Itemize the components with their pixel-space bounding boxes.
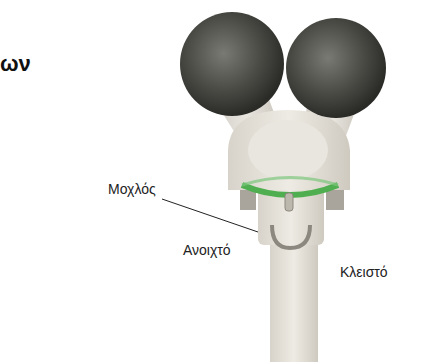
state-label: Ανοιχτό — [183, 243, 231, 258]
head-top — [248, 120, 328, 180]
state-label: Κλειστό — [340, 265, 388, 280]
head — [228, 110, 350, 190]
lever-ring — [242, 178, 338, 186]
part-label: Μοχλός — [108, 182, 156, 197]
eyepiece — [180, 12, 284, 116]
eyepiece — [286, 18, 386, 118]
leader-line — [162, 199, 258, 232]
pillar — [270, 240, 318, 362]
heading-fragment: ων — [0, 52, 31, 76]
lever — [285, 193, 293, 211]
lever-arc — [272, 225, 310, 248]
